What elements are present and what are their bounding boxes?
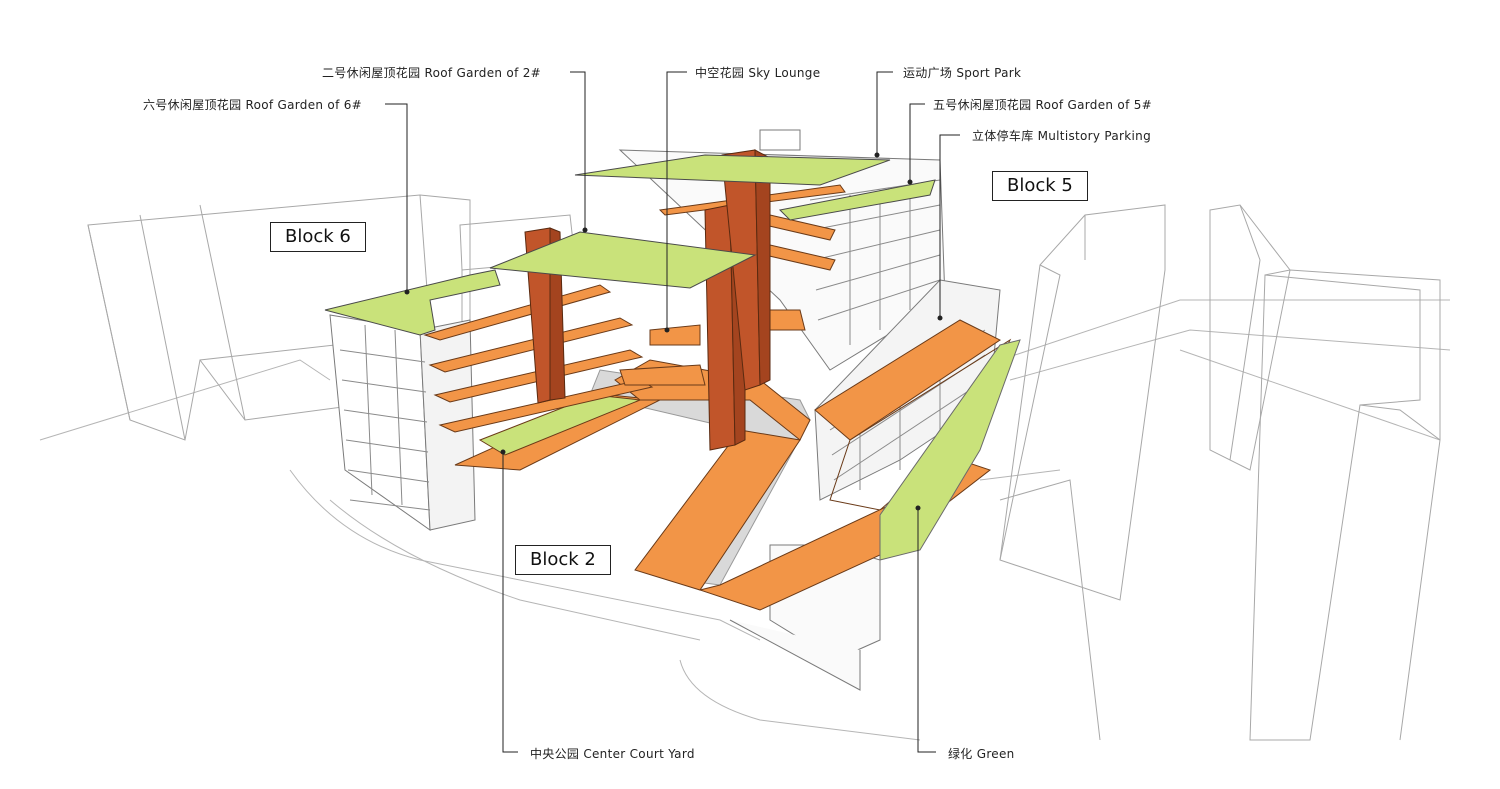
roof-garden-2-shape xyxy=(489,231,757,289)
callout-green: 绿化 Green xyxy=(948,747,1015,761)
context-building-right-2 xyxy=(1209,204,1291,471)
callout-roof-garden-2: 二号休闲屋顶花园 Roof Garden of 2# xyxy=(322,66,542,80)
roof-garden-sky-top xyxy=(574,154,891,186)
block-5-label: Block 5 xyxy=(992,171,1088,201)
context-building-right-3 xyxy=(999,269,1441,741)
core-block-5-tall xyxy=(721,149,771,391)
callout-sky-lounge: 中空花园 Sky Lounge xyxy=(695,66,821,80)
callout-center-court-yard: 中央公园 Center Court Yard xyxy=(530,747,695,761)
leader-dots xyxy=(404,152,943,511)
callout-sport-park: 运动广场 Sport Park xyxy=(903,66,1022,80)
context-building-right-1 xyxy=(999,204,1166,601)
roof-garden-5-shape xyxy=(778,179,936,221)
roof-gardens xyxy=(324,154,936,336)
callout-roof-garden-6: 六号休闲屋顶花园 Roof Garden of 6# xyxy=(143,98,363,112)
roof-garden-6-shape xyxy=(324,269,501,336)
block-6-label: Block 6 xyxy=(270,222,366,252)
block-2-label: Block 2 xyxy=(515,545,611,575)
callout-roof-garden-5: 五号休闲屋顶花园 Roof Garden of 5# xyxy=(933,98,1153,112)
callout-multistory-parking: 立体停车库 Multistory Parking xyxy=(972,129,1151,143)
green-strip xyxy=(879,339,1021,561)
context-ground-lines xyxy=(39,299,1451,741)
leader-lines xyxy=(385,71,960,753)
